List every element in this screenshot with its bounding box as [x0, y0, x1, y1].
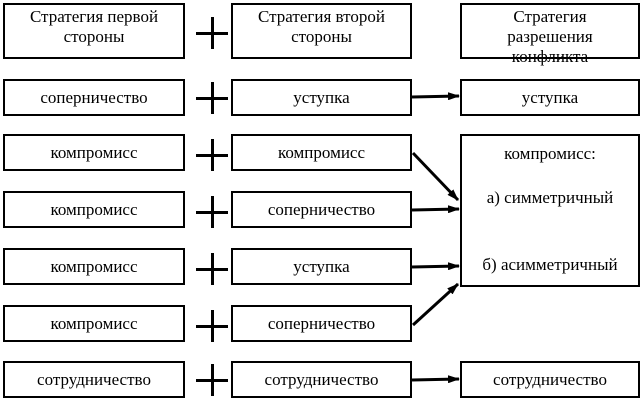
header-second-party-label: Стратегия второй стороны [258, 7, 385, 46]
row5-first-label: компромисс [50, 313, 138, 333]
row1-second-label: уступка [293, 87, 350, 107]
row4-second: уступка [231, 248, 412, 285]
arrow-row6 [411, 375, 460, 384]
arrow-row4 [411, 262, 460, 271]
plus-sign [196, 310, 228, 342]
result-compromise: компромисс: а) симметричный б) асимметри… [460, 134, 640, 287]
arrow-row3 [411, 205, 460, 214]
row3-second-label: соперничество [267, 199, 376, 219]
row6-second: сотрудничество [231, 361, 412, 398]
row4-first: компромисс [3, 248, 185, 285]
row4-second-label: уступка [293, 256, 350, 276]
plus-sign [196, 82, 228, 114]
result-concession: уступка [460, 79, 640, 116]
row5-second: соперничество [231, 305, 412, 342]
row2-first: компромисс [3, 134, 185, 171]
header-first-party-label: Стратегия первой стороны [29, 7, 159, 46]
plus-sign [196, 196, 228, 228]
row5-second-label: соперничество [267, 313, 376, 333]
result-concession-label: уступка [521, 87, 579, 107]
row5-first: компромисс [3, 305, 185, 342]
plus-sign [196, 364, 228, 396]
header-second-party: Стратегия второй стороны [231, 3, 412, 59]
header-resolution: Стратегия разрешения конфликта [460, 3, 640, 66]
row6-second-label: сотрудничество [264, 369, 379, 389]
row2-second: компромисс [231, 134, 412, 171]
row3-first-label: компромисс [50, 199, 138, 219]
arrow-row2 [411, 151, 460, 202]
plus-sign [196, 17, 228, 49]
row6-first: сотрудничество [3, 361, 185, 398]
row1-second: уступка [231, 79, 412, 116]
row6-first-label: сотрудничество [37, 369, 151, 389]
row1-first-label: соперничество [40, 87, 148, 107]
row2-second-label: компромисс [277, 142, 366, 162]
header-resolution-label: Стратегия разрешения конфликта [507, 7, 593, 66]
row4-first-label: компромисс [50, 256, 138, 276]
arrow-row5 [411, 282, 460, 327]
result-cooperation-label: сотрудничество [493, 369, 607, 389]
plus-sign [196, 139, 228, 171]
row1-first: соперничество [3, 79, 185, 116]
result-compromise-title: компромисс: [504, 144, 596, 163]
result-compromise-symmetric: а) симметричный [486, 188, 614, 207]
arrow-row1 [411, 92, 460, 101]
plus-sign [196, 253, 228, 285]
result-cooperation: сотрудничество [460, 361, 640, 398]
row3-second: соперничество [231, 191, 412, 228]
row2-first-label: компромисс [50, 142, 138, 162]
result-compromise-asymmetric: б) асимметричный [482, 255, 618, 274]
header-first-party: Стратегия первой стороны [3, 3, 185, 59]
row3-first: компромисс [3, 191, 185, 228]
